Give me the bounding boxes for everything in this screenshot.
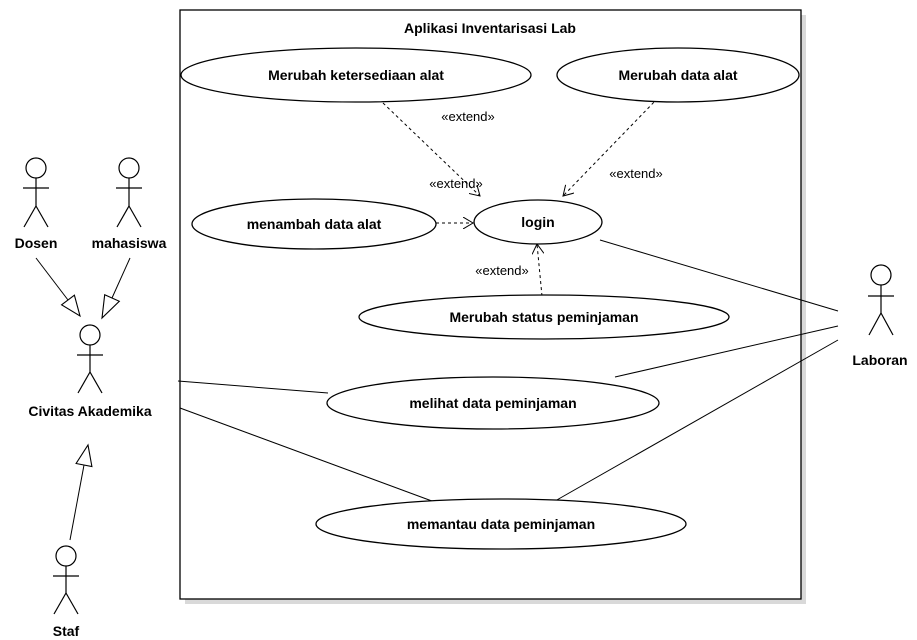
actor-label: Civitas Akademika: [28, 403, 151, 419]
use-case-login[interactable]: login: [473, 199, 603, 245]
association-civitas-melihat: [177, 380, 329, 394]
association-laboran-login: [599, 239, 839, 312]
use-case-label: menambah data alat: [247, 216, 382, 232]
association-civitas-memantau: [179, 407, 441, 505]
extend-data-login: [563, 97, 659, 196]
extend-status-login: [537, 244, 542, 297]
system-title: Aplikasi Inventarisasi Lab: [404, 20, 576, 36]
actor-label: mahasiswa: [92, 235, 167, 251]
generalization-staf: [69, 443, 93, 541]
actor-label: Staf: [53, 623, 80, 639]
use-case-melihat-data[interactable]: melihat data peminjaman: [326, 376, 660, 430]
association-laboran-melihat: [614, 325, 839, 378]
use-case-memantau-data[interactable]: memantau data peminjaman: [315, 498, 687, 550]
extend-label-4: «extend»: [475, 263, 529, 278]
use-case-label: Merubah status peminjaman: [449, 309, 638, 325]
generalization-mahasiswa: [101, 257, 131, 320]
use-case-merubah-ketersediaan[interactable]: Merubah ketersediaan alat: [180, 47, 532, 103]
use-case-menambah-data[interactable]: menambah data alat: [191, 198, 437, 250]
actor-staf[interactable]: Staf: [53, 545, 80, 639]
extend-ketersediaan-login: [382, 102, 480, 196]
use-case-label: Merubah data alat: [618, 67, 737, 83]
actor-laboran[interactable]: Laboran: [852, 264, 908, 368]
extend-label-1: «extend»: [441, 109, 495, 124]
use-case-label: login: [521, 214, 554, 230]
actor-label: Dosen: [15, 235, 58, 251]
actor-mahasiswa[interactable]: mahasiswa: [92, 157, 167, 251]
use-case-label: melihat data peminjaman: [409, 395, 576, 411]
use-case-merubah-data[interactable]: Merubah data alat: [556, 47, 800, 103]
generalization-dosen: [35, 257, 81, 318]
use-case-label: memantau data peminjaman: [407, 516, 595, 532]
association-laboran-memantau: [547, 339, 839, 506]
actor-civitas-akademika[interactable]: Civitas Akademika: [28, 324, 152, 419]
actor-dosen[interactable]: Dosen: [15, 157, 58, 251]
extend-label-3: «extend»: [429, 176, 483, 191]
extend-label-2: «extend»: [609, 166, 663, 181]
actor-label: Laboran: [852, 352, 907, 368]
use-case-label: Merubah ketersediaan alat: [268, 67, 444, 83]
use-case-merubah-status[interactable]: Merubah status peminjaman: [358, 294, 730, 340]
